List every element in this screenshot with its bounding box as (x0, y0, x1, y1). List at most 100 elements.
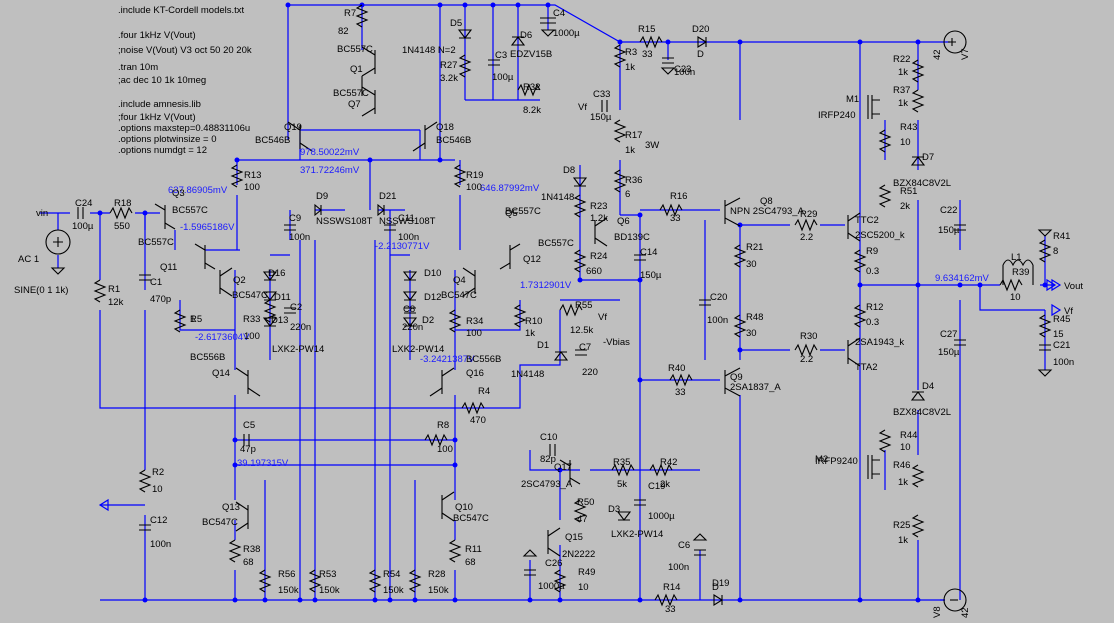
component-ref: Q5 (505, 208, 518, 219)
voltage-readout: 978.50022mV (300, 147, 360, 158)
component-value: 15 (1053, 329, 1064, 340)
component-ref: D21 (379, 191, 396, 202)
component-value: 10 (152, 484, 163, 495)
component-ref: Q10 (455, 502, 473, 513)
component-ref: R55 (575, 300, 592, 311)
directive-line: .include amnesis.lib (118, 99, 201, 110)
component-value: 100 (437, 444, 453, 455)
component-value: 10 (900, 137, 911, 148)
component-ref: R23 (590, 201, 607, 212)
component-value: 150µ (640, 270, 662, 281)
label-vf-2: Vf (578, 102, 587, 113)
component-value: 1.2k (590, 213, 608, 224)
component-value: 100n (674, 67, 695, 78)
component-ref: R54 (383, 569, 400, 580)
component-value: 1N4148 N=2 (402, 45, 456, 56)
component-ref: D19 (712, 578, 729, 589)
component-ref: C22 (940, 205, 957, 216)
component-ref: Q8 (760, 196, 773, 207)
component-value: 33 (642, 49, 653, 60)
component-ref: C11 (398, 213, 415, 224)
component-value: 100n (1053, 357, 1074, 368)
component-ref: C6 (678, 540, 690, 551)
component-value: 1N4148 (541, 192, 574, 203)
component-ref: Q18 (436, 122, 454, 133)
component-value: 1000µ (553, 28, 580, 39)
component-ref: R46 (893, 460, 910, 471)
component-ref: R29 (800, 209, 817, 220)
directive-line: .options maxstep=0.48831106u (118, 123, 250, 134)
capacitors (77, 17, 1051, 576)
component-value: 150µ (938, 225, 960, 236)
component-value: 1k (525, 328, 535, 339)
diodes (262, 29, 926, 606)
component-value: 220 (582, 367, 598, 378)
component-value: 1 (190, 314, 195, 325)
component-ref: C4 (553, 8, 565, 19)
label-vin: vin (36, 208, 48, 219)
component-value: 5k (617, 479, 627, 490)
directive-line: .options plotwinsize = 0 (118, 134, 217, 145)
voltage-readout: -2.2130771V (375, 241, 430, 252)
label-sine: SINE(0 1 1k) (14, 285, 68, 296)
component-value: BC557C (138, 237, 174, 248)
component-value: 100µ (72, 221, 94, 232)
component-ref: R3 (625, 47, 637, 58)
component-ref: Q6 (617, 216, 630, 227)
component-ref: R36 (625, 175, 642, 186)
component-ref: D3 (608, 504, 620, 515)
component-ref: M2 (815, 454, 828, 465)
component-value: 150k (428, 585, 449, 596)
component-value: 1000µ (538, 581, 565, 592)
component-ref: M1 (846, 94, 859, 105)
component-value: BC547C (202, 517, 238, 528)
component-value: 100 (466, 328, 482, 339)
component-ref: C21 (1053, 340, 1070, 351)
component-ref: D7 (922, 152, 934, 163)
component-ref: D2 (422, 315, 434, 326)
component-value: NSSWS108T (316, 216, 373, 227)
component-value: 82 (338, 26, 349, 37)
component-value: 1000µ (648, 511, 675, 522)
component-value: 150k (383, 585, 404, 596)
component-ref: R45 (1053, 314, 1070, 325)
component-ref: R19 (466, 170, 483, 181)
voltage-readout: 371.72246mV (300, 165, 360, 176)
component-value: D (712, 582, 719, 593)
component-value: 10 (578, 582, 589, 593)
component-value: LXK2-PW14 (392, 344, 444, 355)
component-ref: D10 (424, 268, 441, 279)
component-ref: R9 (866, 246, 878, 257)
component-value: 82p (540, 454, 556, 465)
component-value: 2k (900, 201, 910, 212)
component-value: BC547C (453, 513, 489, 524)
component-ref: Q14 (212, 368, 230, 379)
component-ref: D4 (922, 381, 934, 392)
component-ref: R44 (900, 430, 917, 441)
component-ref: C14 (640, 247, 657, 258)
component-value: 1k (625, 62, 635, 73)
component-value: BC557C (505, 206, 541, 217)
component-value: 2SA1837_A (730, 382, 781, 393)
component-ref: R5 (190, 314, 202, 325)
component-value: 0.3 (866, 317, 879, 328)
component-value: 660 (586, 266, 602, 277)
component-value: 2.2 (800, 354, 813, 365)
component-ref: R12 (866, 302, 883, 313)
component-ref: D13 (271, 315, 288, 326)
component-ref: Q4 (453, 275, 466, 286)
component-ref: R10 (525, 316, 542, 327)
component-value: 12.5k (570, 325, 593, 336)
label-vbias: -Vbias (603, 337, 630, 348)
voltage-readout: -1.5965186V (180, 222, 235, 233)
component-value: BC546B (436, 135, 471, 146)
component-value: 100 (244, 182, 260, 193)
component-value: 150k (319, 585, 340, 596)
component-ref: D6 (520, 30, 532, 41)
label-v7-value: 42 (932, 49, 943, 60)
component-ref: R33 (243, 314, 260, 325)
component-ref: R7 (344, 8, 356, 19)
component-value: LXK2-PW14 (272, 344, 324, 355)
component-value: IRFP240 (818, 110, 856, 121)
component-value: 100n (398, 232, 419, 243)
